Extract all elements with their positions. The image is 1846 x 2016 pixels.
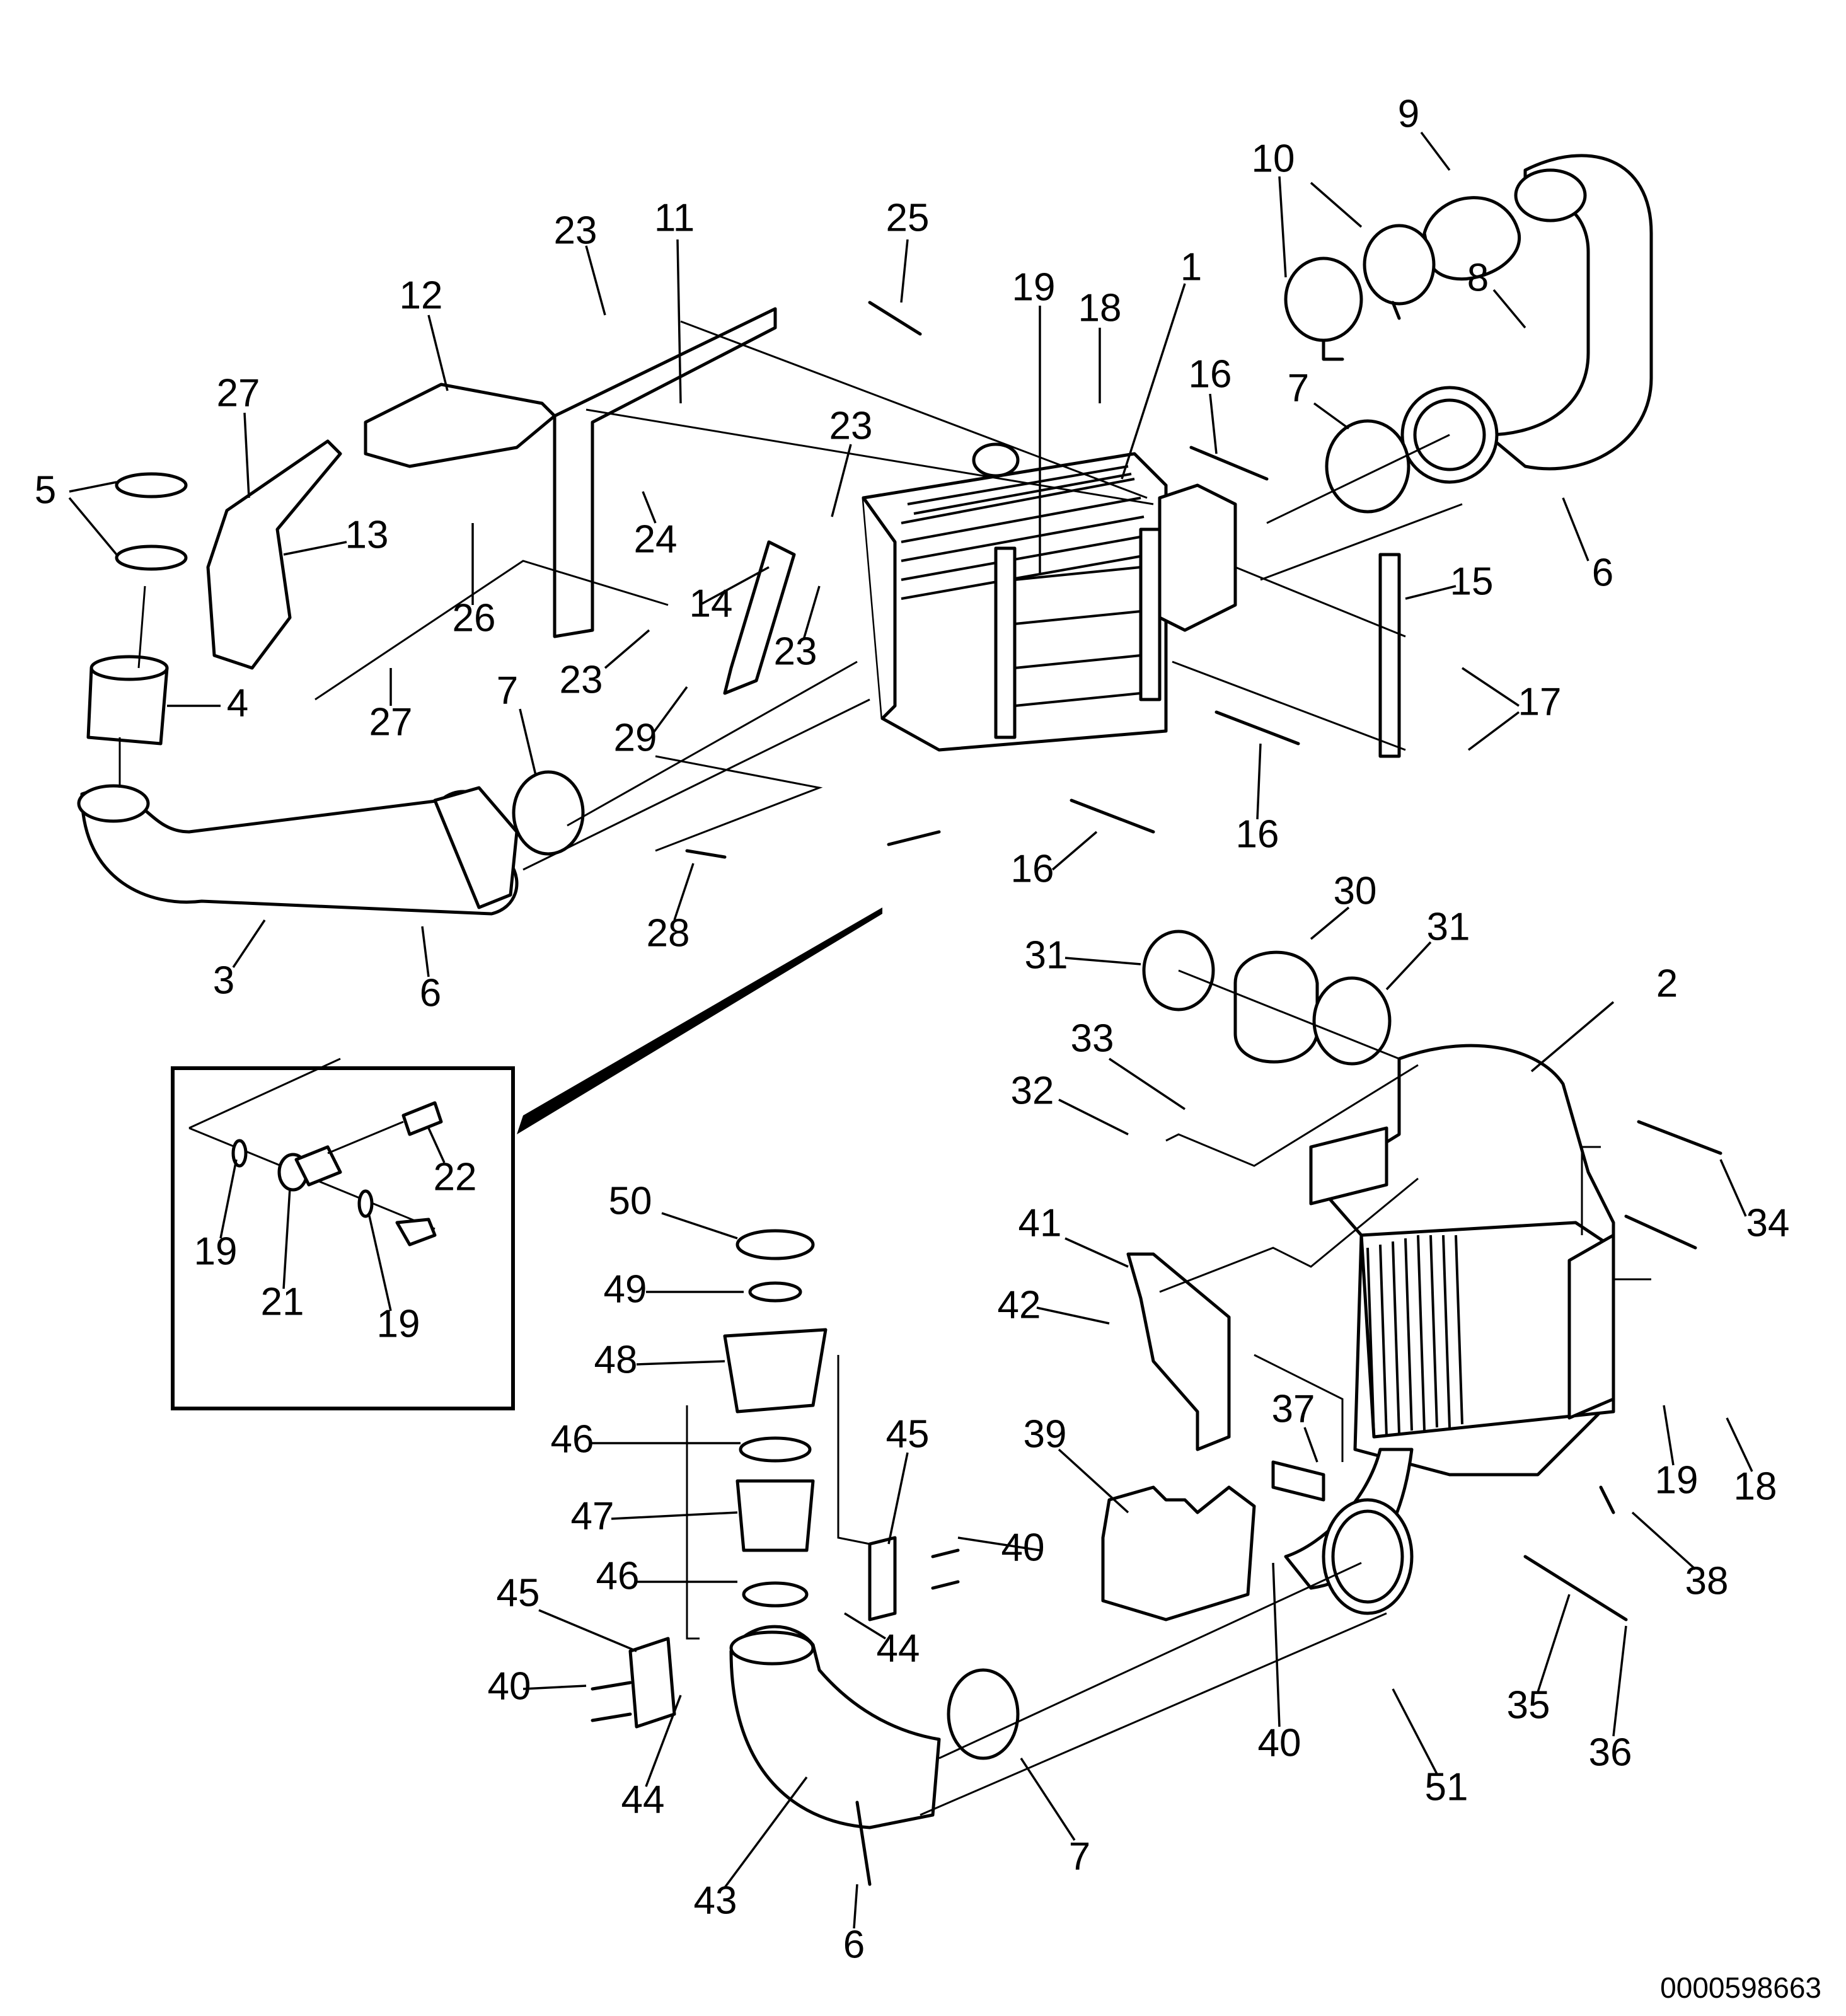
callout-19-c: 19 xyxy=(194,1230,238,1273)
callout-26: 26 xyxy=(453,596,496,640)
callout-7-a: 7 xyxy=(497,669,518,712)
callout-7-b: 7 xyxy=(1288,366,1309,410)
intercooler-core-upper xyxy=(862,442,1237,752)
callout-23-a: 23 xyxy=(554,209,597,252)
callout-12: 12 xyxy=(400,274,443,317)
callout-19-b: 19 xyxy=(1655,1458,1699,1502)
callout-36: 36 xyxy=(1589,1731,1632,1774)
rings-30-31 xyxy=(1142,930,1392,1066)
o-ring-7-upper-left xyxy=(512,770,585,856)
callout-45-b: 45 xyxy=(497,1571,540,1615)
callout-10: 10 xyxy=(1252,137,1295,180)
callout-9: 9 xyxy=(1398,92,1419,135)
callout-46-b: 46 xyxy=(596,1554,640,1598)
callout-30: 30 xyxy=(1334,869,1377,913)
callout-24: 24 xyxy=(634,517,678,561)
bracket-41-and-mount-39 xyxy=(1101,1252,1256,1621)
callout-40-c: 40 xyxy=(1258,1721,1301,1765)
elbow-43-and-hose-stack xyxy=(723,1229,1020,1829)
callout-27-a: 27 xyxy=(217,371,260,415)
callout-18-a: 18 xyxy=(1078,286,1122,330)
callout-50: 50 xyxy=(609,1179,652,1223)
flange-and-pin-37 xyxy=(1271,1460,1414,1615)
callout-35: 35 xyxy=(1507,1683,1550,1727)
callout-7-c: 7 xyxy=(1069,1835,1090,1878)
callout-18-b: 18 xyxy=(1734,1465,1777,1508)
assembly-lines-upper xyxy=(118,320,1463,871)
callout-3: 3 xyxy=(213,959,234,1002)
callout-23-d: 23 xyxy=(774,630,817,673)
callout-43: 43 xyxy=(694,1879,737,1922)
callout-42: 42 xyxy=(998,1283,1041,1327)
callout-13: 13 xyxy=(345,513,389,556)
callout-34: 34 xyxy=(1746,1201,1790,1245)
brackets-upper xyxy=(206,307,1401,758)
callout-16-a: 16 xyxy=(1189,352,1232,396)
callout-47: 47 xyxy=(571,1494,614,1538)
callout-22: 22 xyxy=(434,1155,477,1199)
callout-44-b: 44 xyxy=(621,1778,665,1821)
callout-31-a: 31 xyxy=(1025,933,1068,977)
callout-16-b: 16 xyxy=(1236,812,1279,856)
callout-2: 2 xyxy=(1656,962,1678,1005)
callout-51: 51 xyxy=(1425,1765,1468,1809)
clamps-45 xyxy=(628,1536,897,1729)
callout-44-a: 44 xyxy=(877,1627,920,1670)
callout-40-b: 40 xyxy=(488,1664,531,1708)
bolts-upper xyxy=(685,301,1300,859)
callout-45-a: 45 xyxy=(886,1412,930,1456)
callout-21: 21 xyxy=(261,1280,304,1323)
callout-1: 1 xyxy=(1180,245,1202,289)
hose-and-clamps-4-5 xyxy=(86,472,188,746)
callout-39: 39 xyxy=(1024,1412,1067,1456)
callout-19-d: 19 xyxy=(377,1302,420,1345)
detail-arrow xyxy=(517,907,882,1134)
callout-29: 29 xyxy=(614,716,657,759)
callout-labels: 1 2 3 4 5 6 6 6 7 7 7 8 9 10 11 12 13 14… xyxy=(35,92,1790,1966)
callout-8: 8 xyxy=(1467,256,1489,299)
callout-27-b: 27 xyxy=(369,700,413,744)
callout-19-a: 19 xyxy=(1012,265,1056,309)
callout-leaders xyxy=(68,131,1753,1929)
intercooler-core-lower xyxy=(1284,1044,1615,1590)
callout-17: 17 xyxy=(1518,680,1562,723)
assembly-lines-lower xyxy=(686,969,1651,1816)
callout-23-c: 23 xyxy=(560,658,603,701)
callout-14: 14 xyxy=(689,582,733,625)
callout-32: 32 xyxy=(1011,1069,1054,1112)
callout-49: 49 xyxy=(604,1267,647,1311)
callout-23-b: 23 xyxy=(829,404,873,447)
callout-11: 11 xyxy=(654,196,695,239)
callout-16-c: 16 xyxy=(1011,847,1054,890)
document-number: 0000598663 xyxy=(1660,1971,1821,2004)
callout-5: 5 xyxy=(35,468,56,512)
callout-28: 28 xyxy=(647,911,690,955)
callout-4: 4 xyxy=(227,681,248,725)
callout-6-c: 6 xyxy=(843,1923,865,1966)
air-duct-upper-right xyxy=(1400,154,1653,484)
callout-37: 37 xyxy=(1272,1387,1315,1431)
callout-48: 48 xyxy=(594,1338,638,1381)
callout-6-b: 6 xyxy=(1592,551,1613,594)
callout-25: 25 xyxy=(886,196,930,239)
callout-31-b: 31 xyxy=(1427,905,1470,948)
callout-41: 41 xyxy=(1018,1201,1062,1245)
callout-46-a: 46 xyxy=(551,1417,594,1461)
callout-33: 33 xyxy=(1071,1017,1114,1060)
air-tube-3 xyxy=(77,784,519,916)
callout-15: 15 xyxy=(1450,560,1494,603)
hose-and-clamps-9-10 xyxy=(1284,196,1521,361)
callout-6-a: 6 xyxy=(420,971,441,1015)
bolts-lower xyxy=(591,1120,1722,1886)
o-ring-7-upper-right xyxy=(1325,419,1410,514)
